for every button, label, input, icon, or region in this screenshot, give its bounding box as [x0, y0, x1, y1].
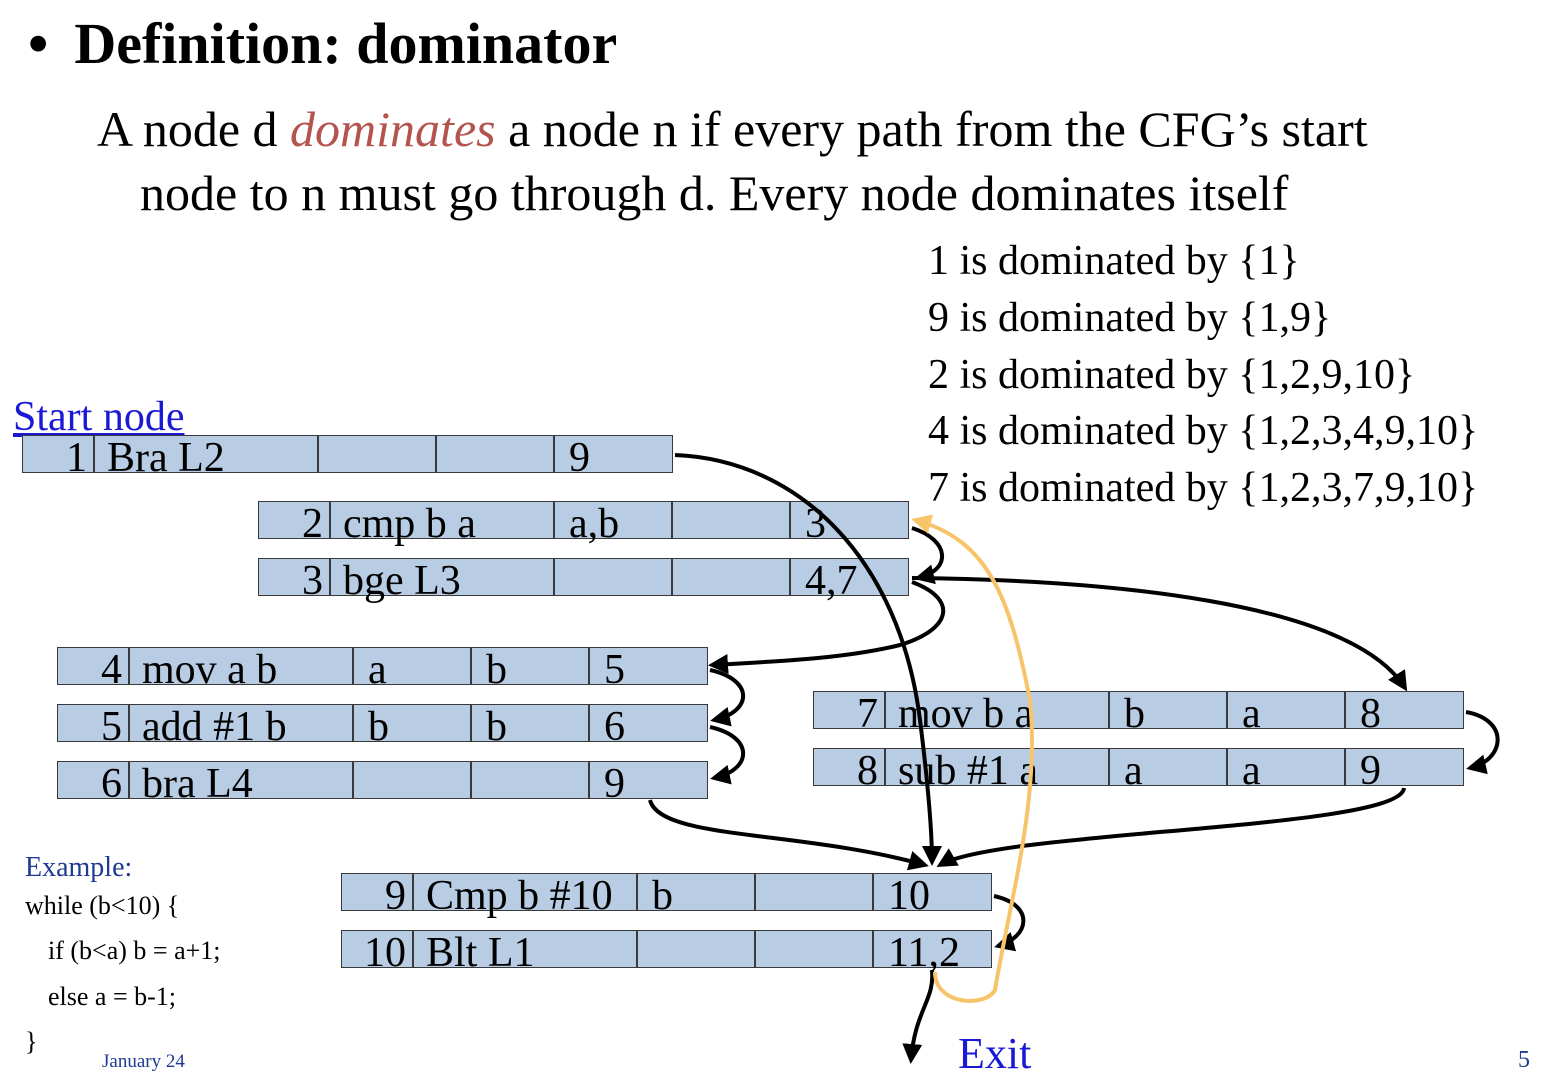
node-operand: b [637, 873, 755, 918]
node-operand [318, 435, 436, 473]
node-successors: 10 [873, 873, 992, 918]
node-operand [755, 873, 873, 911]
node-instruction: cmp b a [330, 501, 554, 546]
edge-8-to-9 [936, 787, 1406, 868]
node-operand [672, 558, 790, 596]
dominance-line: 4 is dominated by {1,2,3,4,9,10} [928, 408, 1479, 454]
node-successors: 9 [589, 761, 708, 806]
term-dominates: dominates [290, 101, 496, 157]
slide-title: •Definition: dominator [28, 11, 618, 76]
node-successors: 3 [790, 501, 909, 546]
node-instruction: Cmp b #10 [413, 873, 637, 918]
node-number: 6 [57, 761, 129, 806]
node-successors: 9 [554, 435, 673, 480]
node-instruction: mov b a [885, 691, 1109, 736]
edge-7-to-8 [1465, 710, 1500, 775]
edge-5-to-6 [709, 725, 745, 785]
node-operand: b [471, 704, 589, 749]
node-operand [755, 930, 873, 968]
node-operand: a [353, 647, 471, 692]
edge-2-to-3 [911, 526, 945, 585]
node-operand: b [1109, 691, 1227, 736]
node-instruction: add #1 b [129, 704, 353, 749]
node-operand: a,b [554, 501, 672, 546]
node-instruction: sub #1 a [885, 748, 1109, 793]
node-instruction: Bra L2 [94, 435, 318, 480]
node-number: 4 [57, 647, 129, 692]
node-number: 1 [22, 435, 94, 480]
node-instruction: Blt L1 [413, 930, 637, 975]
node-successors: 8 [1345, 691, 1464, 736]
node-operand [637, 930, 755, 968]
node-instruction: bra L4 [129, 761, 353, 806]
node-operand: a [1227, 691, 1345, 736]
definition-line-1: A node d dominates a node n if every pat… [97, 101, 1368, 157]
example-line: if (b<a) b = a+1; [48, 936, 221, 965]
bullet-icon: • [28, 11, 49, 76]
node-number: 7 [813, 691, 885, 736]
node-operand: b [471, 647, 589, 692]
node-number: 5 [57, 704, 129, 749]
node-number: 9 [341, 873, 413, 918]
footer-date: January 24 [102, 1051, 185, 1072]
node-successors: 4,7 [790, 558, 909, 603]
example-title: Example: [25, 852, 133, 883]
node-operand [672, 501, 790, 539]
node-operand: a [1109, 748, 1227, 793]
dominance-line: 2 is dominated by {1,2,9,10} [928, 352, 1416, 398]
node-operand: a [1227, 748, 1345, 793]
edge-6-to-9 [648, 799, 929, 871]
dominance-line: 7 is dominated by {1,2,3,7,9,10} [928, 465, 1479, 511]
node-successors: 6 [589, 704, 708, 749]
node-number: 2 [258, 501, 330, 546]
example-line: } [25, 1027, 38, 1056]
example-line: else a = b-1; [48, 982, 177, 1011]
definition-line-2: node to n must go through d. Every node … [140, 165, 1289, 221]
start-node-label: Start node [13, 394, 185, 440]
edge-4-to-5 [709, 668, 745, 727]
node-successors: 9 [1345, 748, 1464, 793]
node-number: 8 [813, 748, 885, 793]
edge-9-to-10 [993, 894, 1026, 952]
exit-label: Exit [958, 1029, 1032, 1078]
node-number: 10 [341, 930, 413, 975]
node-operand [353, 761, 471, 799]
edge-3-to-7 [911, 576, 1408, 692]
node-instruction: bge L3 [330, 558, 554, 603]
node-successors: 5 [589, 647, 708, 692]
node-operand [554, 558, 672, 596]
page-number: 5 [1518, 1047, 1530, 1073]
dominance-line: 9 is dominated by {1,9} [928, 295, 1332, 341]
node-instruction: mov a b [129, 647, 353, 692]
example-line: while (b<10) { [25, 891, 180, 920]
node-operand [471, 761, 589, 799]
dominance-line: 1 is dominated by {1} [928, 238, 1300, 284]
node-operand: b [353, 704, 471, 749]
node-number: 3 [258, 558, 330, 603]
edge-10-to-exit [902, 969, 935, 1064]
node-successors: 11,2 [873, 930, 992, 975]
node-operand [436, 435, 554, 473]
